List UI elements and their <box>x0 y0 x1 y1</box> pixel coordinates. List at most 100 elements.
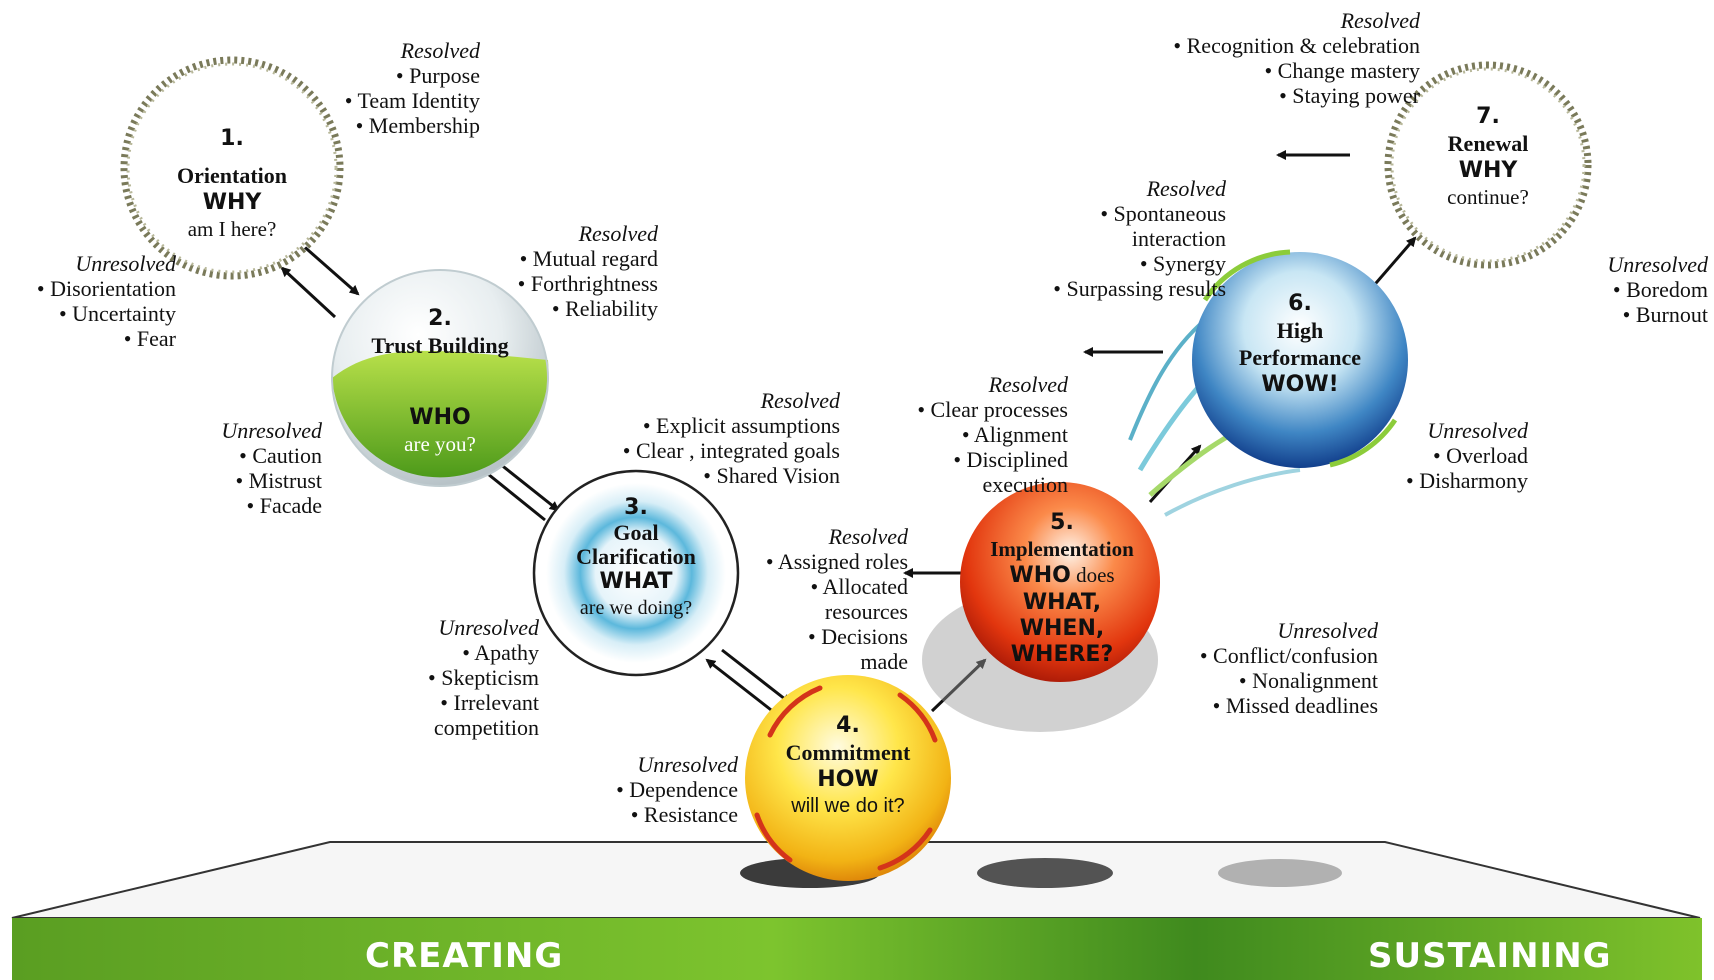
stage-name: High <box>1276 318 1324 343</box>
block-item: • Explicit assumptions <box>642 413 840 438</box>
stage-7-unresolved: Unresolved • Boredom • Burnout <box>1580 252 1708 327</box>
stage-6-label: 6. High Performance WOW! <box>1205 290 1395 398</box>
stage-4-resolved: Resolved • Assigned roles • Allocated re… <box>740 524 908 674</box>
block-heading: Resolved <box>1340 8 1420 33</box>
block-item: • Skepticism <box>428 665 539 690</box>
block-heading: Resolved <box>578 221 658 246</box>
block-heading: Unresolved <box>438 615 539 640</box>
stage-number: 1. <box>220 126 244 151</box>
block-item: • Allocated <box>810 574 908 599</box>
block-heading: Unresolved <box>637 752 738 777</box>
block-item: • Irrelevant <box>440 690 539 715</box>
block-item: • Team Identity <box>344 88 480 113</box>
block-heading: Unresolved <box>75 251 176 276</box>
stage-2-keyword: WHO are you? <box>340 404 540 458</box>
stage-name: Renewal <box>1447 131 1529 156</box>
stage-keyword: WOW! <box>1261 372 1339 397</box>
stage-question: will we do it? <box>791 795 905 817</box>
block-item: interaction <box>1131 226 1226 251</box>
stage-7-resolved: Resolved • Recognition & celebration • C… <box>1100 8 1420 108</box>
stage-keyword: WHO <box>1009 563 1071 588</box>
block-item: resources <box>824 599 908 624</box>
block-heading: Resolved <box>400 38 480 63</box>
block-heading: Unresolved <box>1607 252 1708 277</box>
stage-name: Commitment <box>785 740 911 765</box>
high-performance-sphere <box>1128 249 1408 517</box>
block-item: • Spontaneous <box>1100 201 1226 226</box>
block-item: • Disorientation <box>36 276 176 301</box>
trust-building-sphere <box>331 269 549 487</box>
block-heading: Resolved <box>988 372 1068 397</box>
stage-keyword: WHEN, <box>1019 616 1105 641</box>
stage-number: 2. <box>428 306 452 331</box>
block-item: • Staying power <box>1279 83 1420 108</box>
block-item: • Caution <box>239 443 322 468</box>
stage-keyword-tail: does <box>1070 563 1115 587</box>
block-item: made <box>860 649 908 674</box>
stage-keyword: WHAT <box>599 569 673 594</box>
block-item: • Purpose <box>395 63 480 88</box>
stage-keyword: WHY <box>202 190 262 215</box>
block-item: • Mistrust <box>235 468 322 493</box>
block-item: • Assigned roles <box>765 549 908 574</box>
stage-number: 4. <box>836 713 860 738</box>
block-item: • Recognition & celebration <box>1173 33 1420 58</box>
renewal-circle <box>1384 61 1592 269</box>
stage-6-resolved: Resolved • Spontaneous interaction • Syn… <box>1000 176 1226 301</box>
block-item: • Change mastery <box>1264 58 1420 83</box>
block-item: • Facade <box>246 493 323 518</box>
block-item: • Mutual regard <box>519 246 658 271</box>
stage-keyword: WHO <box>409 405 471 430</box>
orientation-circle <box>120 56 344 280</box>
block-item: • Overload <box>1432 443 1528 468</box>
stage-question: are we doing? <box>579 597 693 619</box>
block-item: • Nonalignment <box>1238 668 1378 693</box>
stage-3-resolved: Resolved • Explicit assumptions • Clear … <box>560 388 840 488</box>
implementation-sphere <box>922 482 1160 732</box>
block-heading: Unresolved <box>1277 618 1378 643</box>
base-bar <box>12 918 1702 980</box>
stage-7-label: 7. Renewal WHY continue? <box>1410 103 1566 211</box>
stage-1-unresolved: Unresolved • Disorientation • Uncertaint… <box>0 251 176 351</box>
stage-keyword: WHY <box>1458 158 1518 183</box>
stage-2-unresolved: Unresolved • Caution • Mistrust • Facade <box>180 418 322 518</box>
block-item: • Disciplined <box>953 447 1068 472</box>
block-item: • Apathy <box>462 640 539 665</box>
stage-number: 6. <box>1288 291 1312 316</box>
stage-name: Performance <box>1238 345 1362 370</box>
stage-2-resolved: Resolved • Mutual regard • Forthrightnes… <box>440 221 658 321</box>
block-item: • Reliability <box>551 296 658 321</box>
stage-3-label: 3. Goal Clarification WHAT are we doing? <box>556 495 716 621</box>
block-item: • Resistance <box>630 802 738 827</box>
block-item: • Disharmony <box>1406 468 1528 493</box>
stage-5-label: 5. Implementation WHO does WHAT, WHEN, W… <box>962 510 1162 668</box>
stage-1-resolved: Resolved • Purpose • Team Identity • Mem… <box>280 38 480 138</box>
creating-label: CREATING <box>365 936 564 976</box>
block-heading: Unresolved <box>221 418 322 443</box>
commitment-sphere <box>745 675 951 881</box>
stage-question: continue? <box>1447 185 1529 209</box>
block-item: execution <box>982 472 1068 497</box>
block-item: • Clear , integrated goals <box>622 438 840 463</box>
stage-name: Orientation <box>177 163 287 188</box>
block-item: • Clear processes <box>917 397 1068 422</box>
sustaining-label: SUSTAINING <box>1368 936 1612 976</box>
stage-1-label: 1. Orientation WHY am I here? <box>152 125 312 243</box>
goal-clarification-target <box>532 469 740 677</box>
stage-4-label: 4. Commitment HOW will we do it? <box>758 712 938 820</box>
stage-name: Implementation <box>990 537 1134 561</box>
block-item: • Shared Vision <box>703 463 840 488</box>
block-item: • Uncertainty <box>58 301 176 326</box>
stage-question: am I here? <box>187 217 277 241</box>
stage-5-resolved: Resolved • Clear processes • Alignment •… <box>880 372 1068 497</box>
block-item: • Decisions <box>808 624 908 649</box>
block-heading: Unresolved <box>1427 418 1528 443</box>
stage-keyword: WHAT, <box>1022 590 1102 615</box>
block-heading: Resolved <box>1146 176 1226 201</box>
stage-number: 3. <box>624 495 648 520</box>
stage-number: 5. <box>1050 510 1074 535</box>
stage-number: 7. <box>1476 104 1500 129</box>
block-item: • Burnout <box>1622 302 1708 327</box>
block-item: • Conflict/confusion <box>1199 643 1378 668</box>
